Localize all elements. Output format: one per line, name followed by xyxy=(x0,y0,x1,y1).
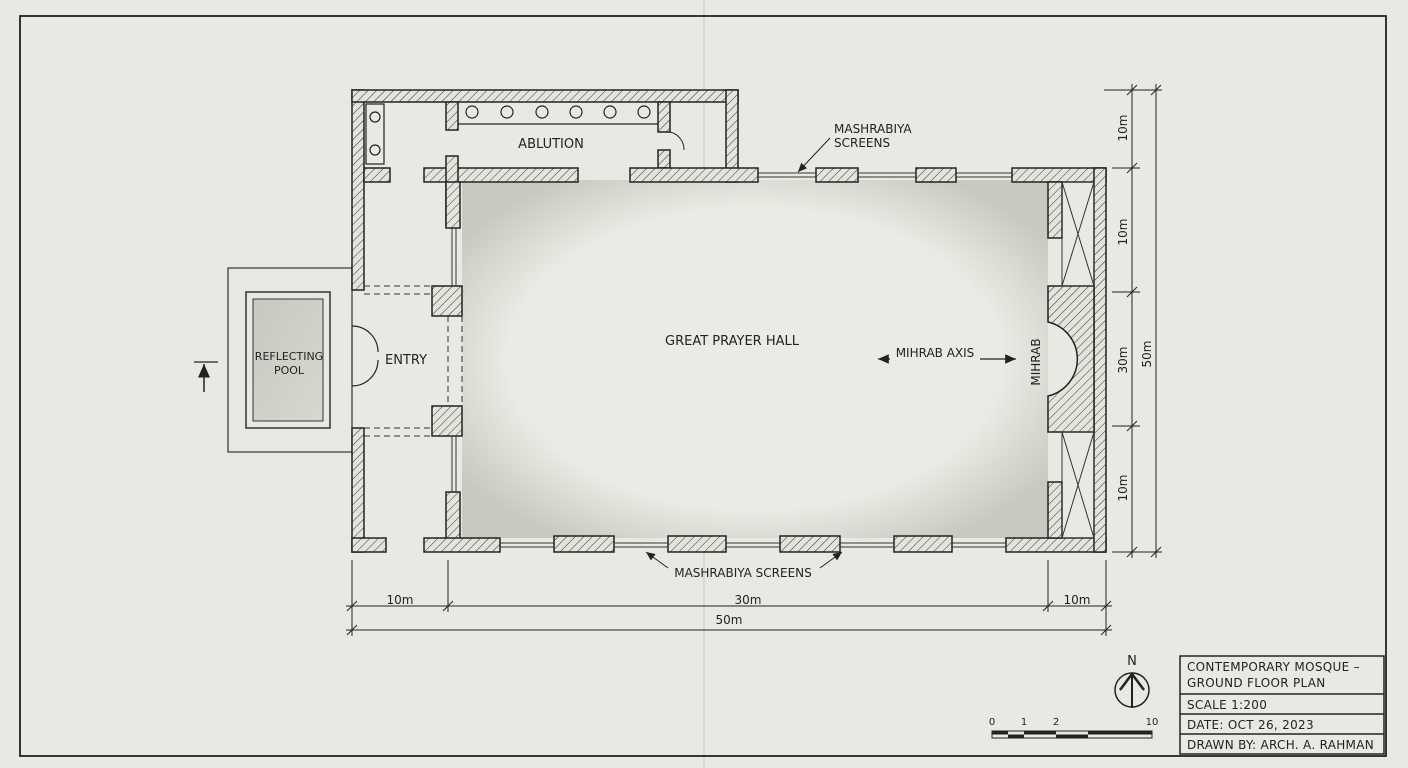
mihrab-label: MIHRAB xyxy=(1029,338,1043,385)
section-marker xyxy=(194,361,218,392)
north-label: N xyxy=(1127,654,1137,669)
ablution-label: ABLUTION xyxy=(518,137,584,152)
date-text: DATE: OCT 26, 2023 xyxy=(1187,718,1314,732)
dim-right-top: 10m xyxy=(1116,115,1130,142)
scale-tick-10: 10 xyxy=(1146,717,1159,728)
scale-bar xyxy=(991,730,1153,739)
scale-tick-0: 0 xyxy=(989,717,995,728)
scale-text: SCALE 1:200 xyxy=(1187,698,1267,712)
ablution-taps xyxy=(365,103,658,165)
ablution-door xyxy=(669,131,685,151)
mihrab-niche xyxy=(1047,285,1095,433)
north-arrow-icon xyxy=(1114,671,1150,708)
dim-right-bottom: 10m xyxy=(1116,475,1130,502)
pool-label-2: POOL xyxy=(274,364,305,377)
scale-tick-2: 2 xyxy=(1053,717,1059,728)
mashrabiya-bottom-label: MASHRABIYA SCREENS xyxy=(674,566,812,580)
walls xyxy=(351,89,1107,553)
dim-right-2: 10m xyxy=(1116,219,1130,246)
sheet-border xyxy=(19,15,1387,757)
right-dimensions xyxy=(1104,84,1162,558)
mashrabiya-top-label-1: MASHRABIYA xyxy=(834,122,912,136)
dim-right-mid: 30m xyxy=(1116,347,1130,374)
scale-tick-1: 1 xyxy=(1021,717,1027,728)
drawn-by-text: DRAWN BY: ARCH. A. RAHMAN xyxy=(1187,738,1374,752)
mashrabiya-bottom-leader-left xyxy=(645,551,669,569)
mashrabiya-screens xyxy=(451,172,1012,548)
entry-doors xyxy=(351,325,379,387)
dashed-openings xyxy=(364,285,463,437)
mashrabiya-top-label-2: SCREENS xyxy=(834,136,890,150)
prayer-hall-floor xyxy=(462,180,1048,538)
title-line-2: GROUND FLOOR PLAN xyxy=(1187,676,1326,690)
dim-bottom-left: 10m xyxy=(387,593,414,607)
mihrab-axis-label: MIHRAB AXIS xyxy=(896,346,975,360)
dim-right-total: 50m xyxy=(1140,341,1154,368)
entry-label: ENTRY xyxy=(385,353,427,368)
prayer-hall-label: GREAT PRAYER HALL xyxy=(665,334,800,349)
bottom-dimensions xyxy=(346,560,1112,636)
mashrabiya-bottom-leader-right xyxy=(819,551,843,569)
mashrabiya-top-leader xyxy=(797,137,831,173)
dim-bottom-mid: 30m xyxy=(735,593,762,607)
title-block xyxy=(1179,655,1385,755)
pool-label-1: REFLECTING xyxy=(255,350,323,363)
dim-bottom-right: 10m xyxy=(1064,593,1091,607)
dim-bottom-total: 50m xyxy=(716,613,743,627)
title-line-1: CONTEMPORARY MOSQUE – xyxy=(1187,660,1360,674)
reflecting-pool xyxy=(227,267,353,453)
storage-bays xyxy=(1061,181,1095,539)
